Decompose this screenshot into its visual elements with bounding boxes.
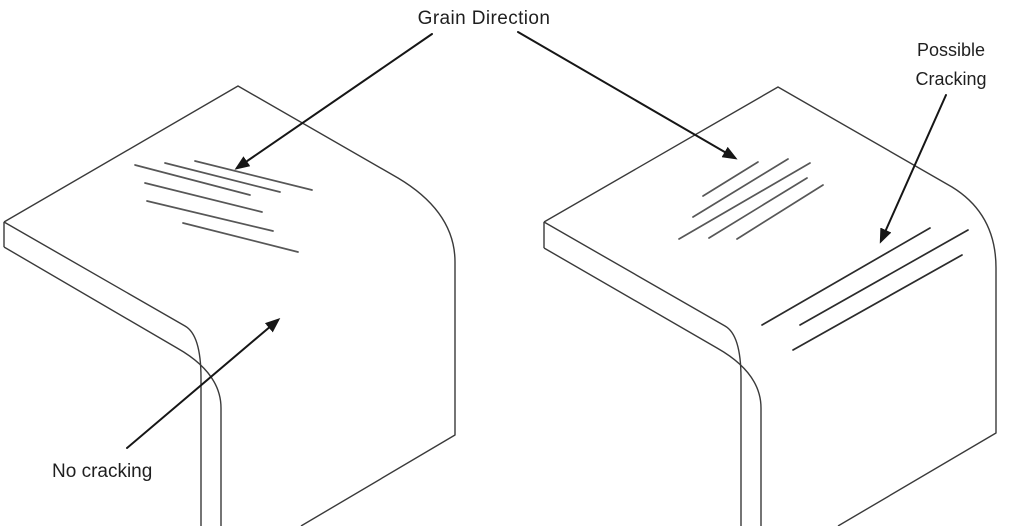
grain-direction-arrow-left [234,33,433,170]
left-sheet-bend-inner-curve [3,246,222,526]
no-cracking-arrow [126,318,281,449]
possible-cracking-arrow [879,94,947,244]
crack-lines [761,227,969,351]
right-sheet-bend-inner-curve [543,247,762,526]
left-sheet-bend-outer-curve [3,221,202,526]
right-sheet-top-back-edges [543,86,997,526]
right-sheet-bend-outer-curve [543,221,742,526]
diagram-title: Grain Direction [417,8,551,29]
grain-direction-arrow-right [517,31,738,160]
no-cracking-label: No cracking [52,461,153,482]
possible-cracking-line1: Possible [916,40,986,60]
possible-cracking-label: Possible Cracking [903,36,999,94]
possible-cracking-line2: Cracking [915,69,987,89]
right-grain-lines [678,158,824,240]
left-bent-sheet [3,85,456,526]
right-bent-sheet [543,86,997,526]
left-grain-lines [134,160,313,253]
left-sheet-top-back-edges [3,85,456,526]
